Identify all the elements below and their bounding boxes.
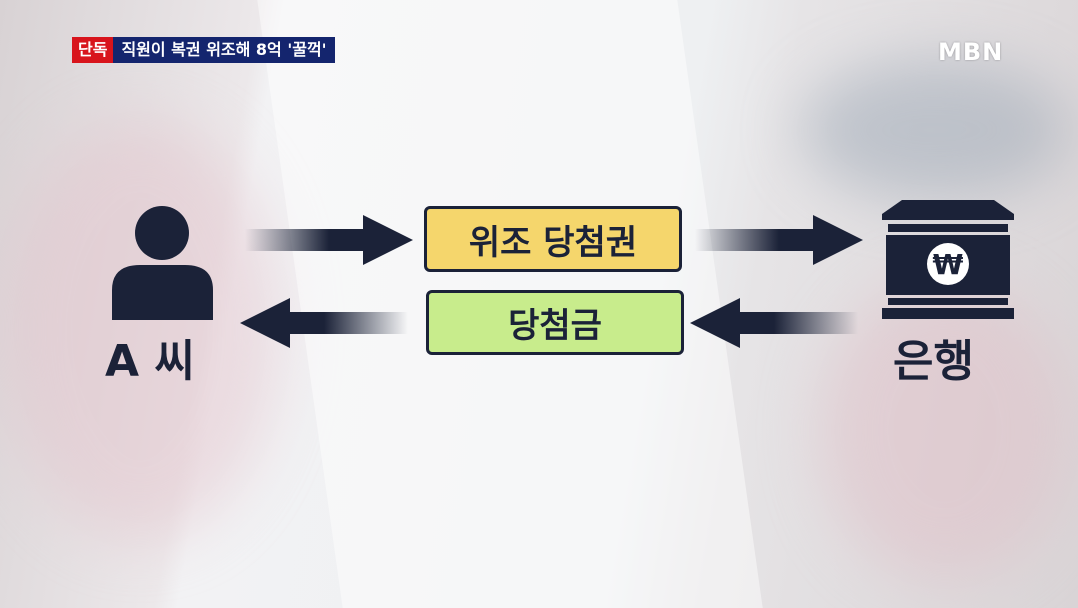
bank-label: 은행 xyxy=(893,336,974,387)
arrow-left-icon xyxy=(690,298,858,348)
news-banner: 단독 직원이 복권 위조해 8억 '꿀꺽' xyxy=(72,37,335,63)
forged-ticket-box: 위조 당첨권 xyxy=(424,206,682,272)
arrow-right-icon xyxy=(245,215,413,265)
background-blur xyxy=(820,280,1070,580)
arrow-right-icon xyxy=(695,215,863,265)
channel-logo: MBN xyxy=(938,38,1004,66)
background-blur xyxy=(800,60,1070,200)
arrow-left-icon xyxy=(240,298,408,348)
background-blur xyxy=(0,120,280,540)
headline: 직원이 복권 위조해 8억 '꿀꺽' xyxy=(113,37,335,63)
exclusive-tag: 단독 xyxy=(72,37,114,63)
bank-icon: ₩ xyxy=(882,200,1014,319)
prize-money-box: 당첨금 xyxy=(426,290,684,355)
won-symbol: ₩ xyxy=(933,248,964,281)
person-label: A 씨 xyxy=(105,336,195,387)
person-icon xyxy=(112,206,213,320)
